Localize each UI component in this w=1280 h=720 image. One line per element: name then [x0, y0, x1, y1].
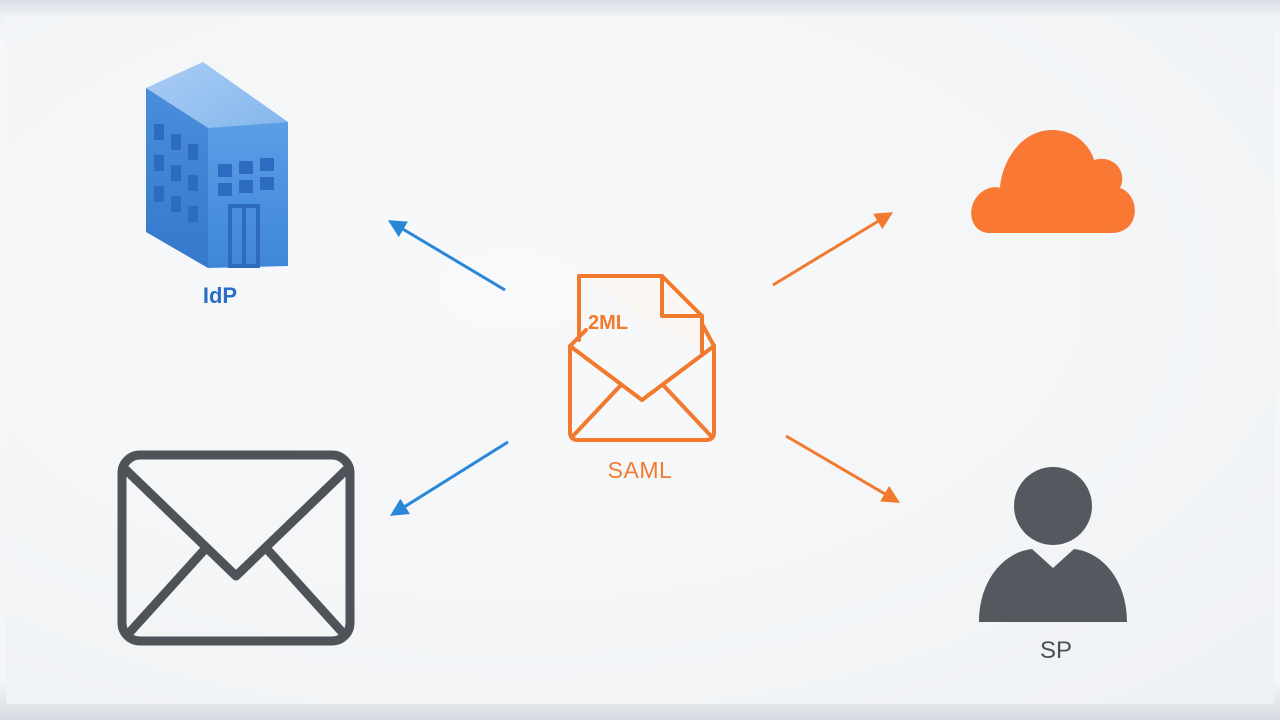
arrow-saml-to-sp: [785, 434, 901, 503]
cloud-icon: [971, 130, 1135, 233]
sp-label: SP: [1039, 637, 1072, 664]
arrow-saml-to-cloud: [772, 212, 894, 287]
arrow-saml-to-idp: [387, 220, 506, 292]
saml-envelope-document-icon: [568, 274, 716, 442]
saml-label: SAML: [607, 457, 673, 483]
user-icon: [979, 467, 1127, 622]
envelope-icon: [117, 450, 355, 646]
idp-label: IdP: [202, 283, 238, 308]
saml-document-text: 2ML: [588, 312, 628, 334]
arrow-saml-to-mail: [389, 440, 509, 516]
building-icon: [146, 62, 288, 268]
